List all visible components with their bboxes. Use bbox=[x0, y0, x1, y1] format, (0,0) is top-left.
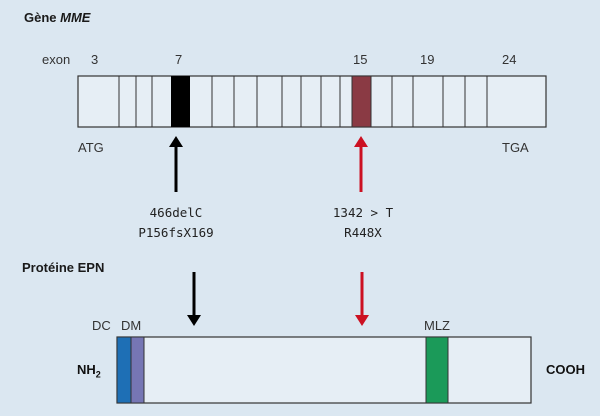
start-codon-label: ATG bbox=[78, 140, 104, 155]
domain-dm bbox=[130, 336, 145, 404]
mutation-1-nucleotide: 466delC bbox=[149, 205, 203, 220]
exon-number-15: 15 bbox=[353, 52, 368, 67]
exon-dividers bbox=[118, 76, 488, 127]
c-terminus-label: COOH bbox=[546, 362, 585, 377]
domain-mlz-label: MLZ bbox=[424, 318, 450, 333]
arrow-down-red bbox=[355, 272, 369, 326]
protein-bar-outline bbox=[116, 336, 532, 404]
domain-mlz bbox=[425, 336, 449, 404]
protein-title: Protéine EPN bbox=[22, 260, 105, 275]
mutation-2-nucleotide: 1342 > T bbox=[332, 205, 394, 220]
arrow-down-black bbox=[187, 272, 201, 326]
stop-codon-label: TGA bbox=[502, 140, 529, 155]
gene-bar bbox=[77, 75, 547, 128]
exon-number-3: 3 bbox=[91, 52, 99, 67]
arrow-down-black-head bbox=[187, 315, 201, 326]
mutation-2: 1342 > T R448X bbox=[313, 203, 413, 243]
domain-dm-label: DM bbox=[121, 318, 142, 333]
gene-title-name: MME bbox=[60, 10, 91, 25]
n-terminus-subscript: 2 bbox=[95, 369, 101, 380]
mutation-2-protein: R448X bbox=[344, 225, 382, 240]
gene-title-prefix: Gène bbox=[24, 10, 57, 25]
exon-7-block bbox=[171, 76, 190, 127]
n-terminus-text: NH bbox=[77, 362, 96, 377]
gene-bar-outline bbox=[77, 75, 547, 128]
gene-title: Gène MME bbox=[24, 10, 90, 25]
arrow-up-black-head bbox=[169, 136, 183, 147]
exon-number-7: 7 bbox=[175, 52, 183, 67]
arrow-up-red bbox=[354, 136, 368, 192]
exon-number-24: 24 bbox=[502, 52, 517, 67]
domain-dc bbox=[116, 336, 132, 404]
arrow-down-red-head bbox=[355, 315, 369, 326]
exon-number-19: 19 bbox=[420, 52, 435, 67]
mutation-1-protein: P156fsX169 bbox=[138, 225, 214, 240]
protein-bar bbox=[116, 336, 532, 404]
exon-15-block bbox=[351, 75, 372, 128]
domain-dc-label: DC bbox=[92, 318, 111, 333]
arrow-up-black bbox=[169, 136, 183, 192]
mutation-1: 466delC P156fsX169 bbox=[126, 203, 226, 243]
exon-label: exon bbox=[42, 52, 71, 67]
n-terminus-label: NH2 bbox=[77, 362, 101, 380]
arrow-up-red-head bbox=[354, 136, 368, 147]
